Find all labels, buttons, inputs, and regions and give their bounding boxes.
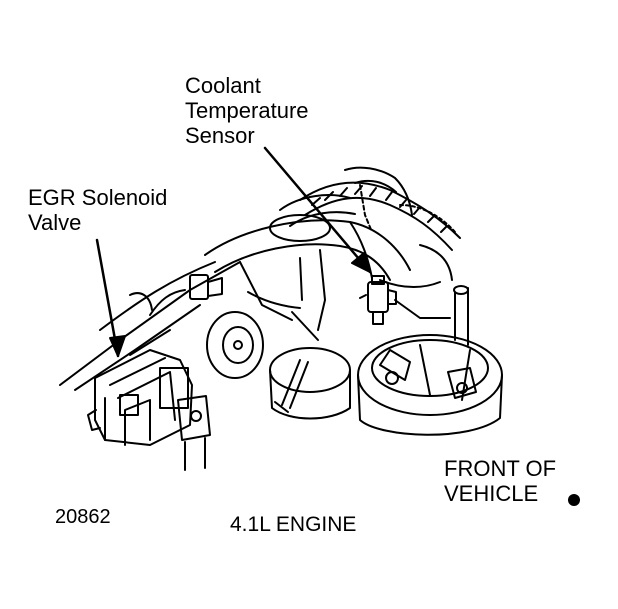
egr-solenoid-valve-label: EGR Solenoid Valve: [28, 185, 167, 235]
distributor-housing: [357, 334, 503, 436]
front-indicator-dot: [568, 494, 580, 506]
coolant-sensor-body: [359, 275, 397, 325]
hood-outline: [59, 261, 241, 391]
coolant-label-line-2: Temperature: [185, 98, 309, 123]
coolant-temperature-sensor-label: Coolant Temperature Sensor: [185, 73, 309, 148]
intake-manifold: [204, 194, 453, 331]
egr-label-line-2: Valve: [28, 210, 82, 235]
egr-label-line-1: EGR Solenoid: [28, 185, 168, 210]
egr-valve-body: [87, 349, 211, 471]
hose-bundle: [299, 166, 461, 251]
coolant-label-line-1: Coolant: [185, 73, 261, 98]
leader-arrows: [95, 146, 372, 358]
front-of-vehicle-label: FRONT OF VEHICLE: [444, 456, 556, 506]
throttle-body: [269, 311, 351, 420]
coolant-label-line-3: Sensor: [185, 123, 255, 148]
engine-caption: 4.1L ENGINE: [230, 513, 357, 536]
front-label-line-2: VEHICLE: [444, 481, 539, 506]
right-pipe: [453, 285, 469, 346]
pulley: [206, 311, 264, 379]
front-label-line-1: FRONT OF: [444, 456, 557, 481]
vacuum-connector: [129, 274, 223, 316]
figure-code: 20862: [55, 506, 111, 528]
